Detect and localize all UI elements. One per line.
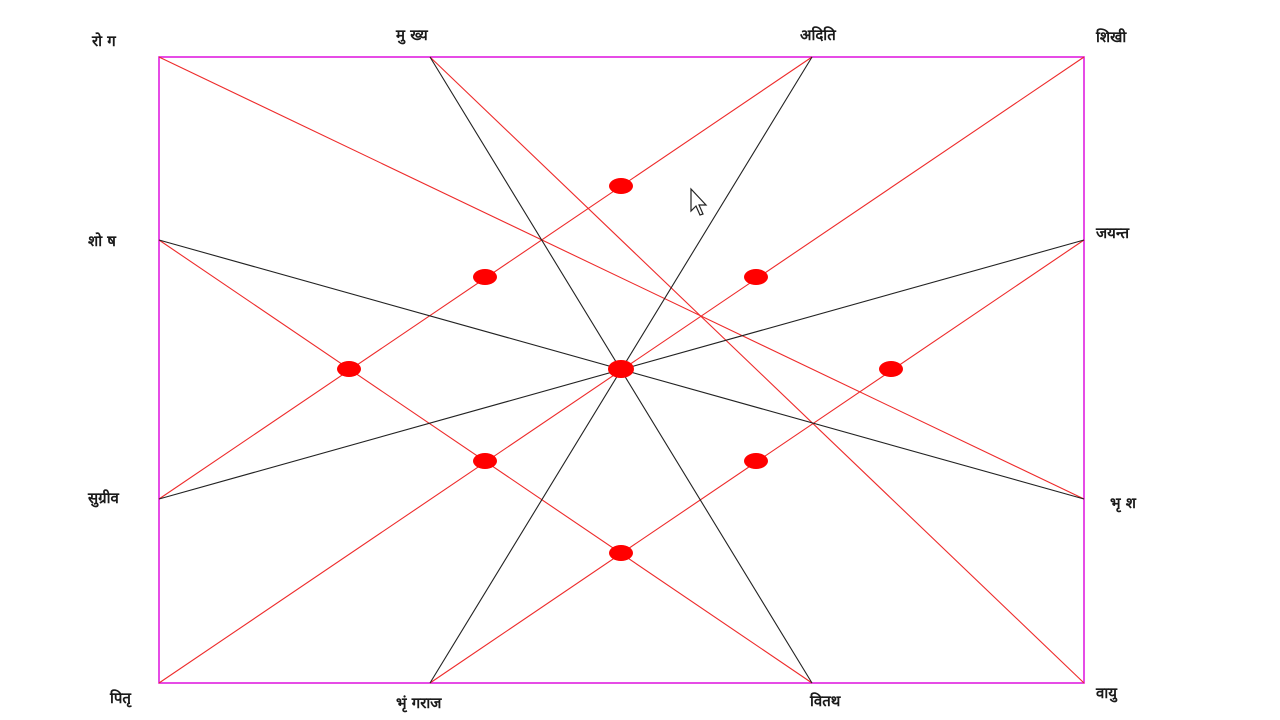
node-bottom xyxy=(609,545,633,561)
red-line-mukhya-vayu xyxy=(429,56,1085,684)
red-line-rog-bhrish xyxy=(158,56,1085,500)
label-sugriv: सुग्रीव xyxy=(87,489,119,508)
label-jayant: जयन्त xyxy=(1095,224,1130,242)
node-upper-left xyxy=(473,269,497,285)
label-vitath: वितथ xyxy=(809,692,842,710)
node-lower-left xyxy=(473,453,497,469)
label-bhrish: भृ श xyxy=(1110,494,1137,513)
mouse-pointer-icon xyxy=(690,187,708,216)
label-shosh: शो ष xyxy=(88,232,117,250)
red-diagonal-lines xyxy=(158,56,1085,684)
node-lower-right xyxy=(744,453,768,469)
node-top xyxy=(609,178,633,194)
label-pitru: पितृ xyxy=(109,689,132,708)
node-left xyxy=(337,361,361,377)
label-rog: रो ग xyxy=(91,32,116,50)
outer-frame xyxy=(158,56,1085,684)
label-vayu: वायु xyxy=(1095,684,1118,703)
label-bhringraj: भृं गराज xyxy=(396,694,442,713)
node-center xyxy=(608,360,634,378)
label-aditi: अदिति xyxy=(800,26,837,44)
label-mukhya: मु ख्य xyxy=(395,26,429,45)
label-shikhi: शिखी xyxy=(1095,28,1127,46)
node-upper-right xyxy=(744,269,768,285)
intersection-nodes xyxy=(337,178,903,561)
node-right xyxy=(879,361,903,377)
